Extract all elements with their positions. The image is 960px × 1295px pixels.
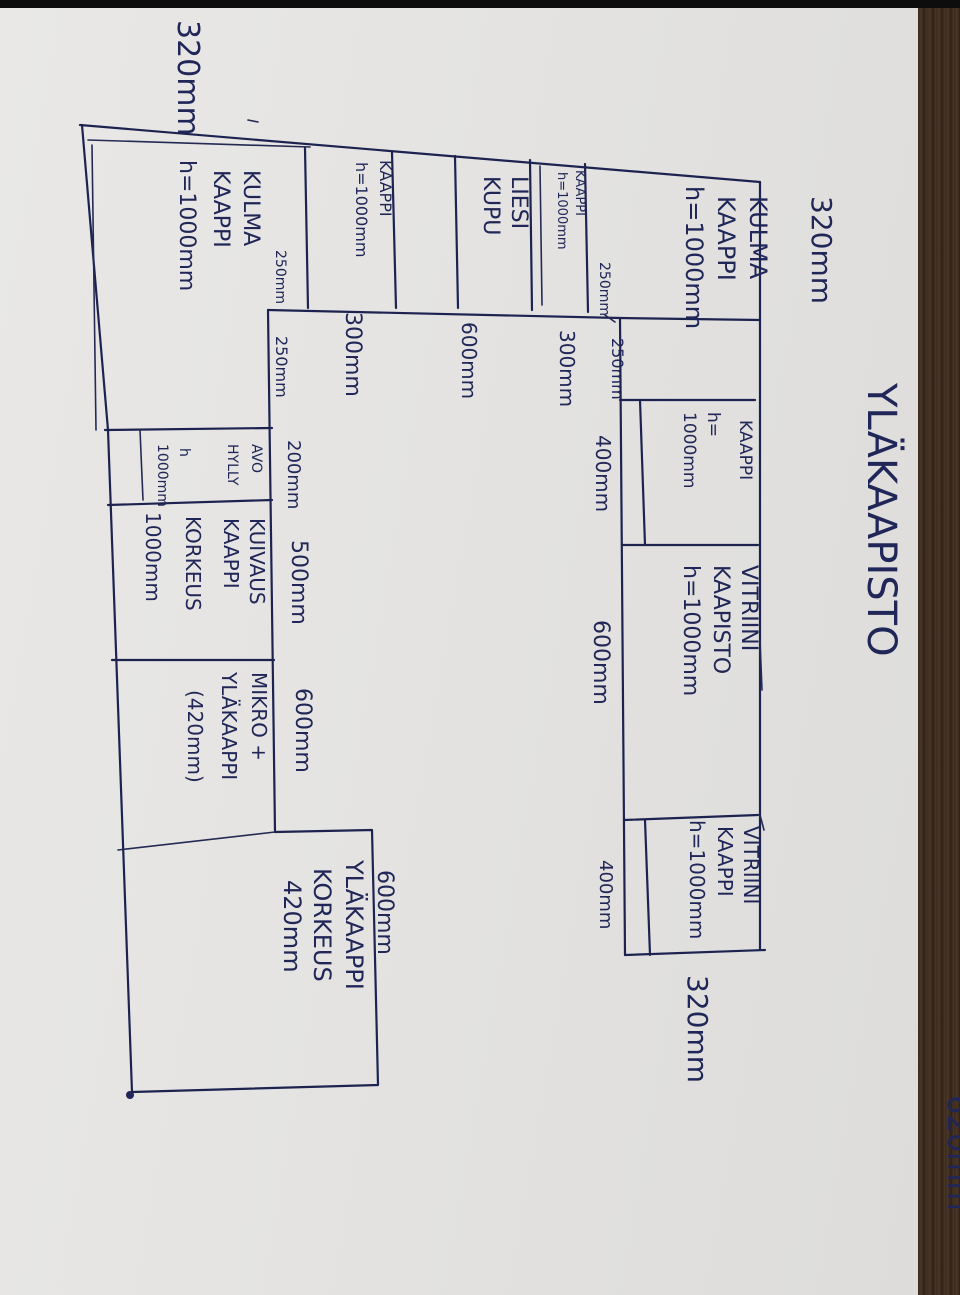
outline-right-bottom: [623, 948, 767, 957]
svg-text:1000mm: 1000mm: [141, 512, 165, 602]
corner-dot: [126, 1091, 134, 1099]
svg-text:h=1000mm: h=1000mm: [554, 172, 569, 250]
divider-vitriini-inner: [643, 818, 652, 957]
label-ylakaappi: YLÄKAAPPI KORKEUS 420mm: [278, 859, 369, 990]
svg-text:KAAPISTO: KAAPISTO: [708, 565, 733, 674]
label-kulma-top: KULMA KAAPPI h=1000mm: [680, 186, 772, 329]
dim-600-liesi: 600mm: [457, 322, 481, 399]
plan-title: YLÄKAAPISTO: [858, 382, 906, 657]
dim-500: 500mm: [286, 540, 311, 625]
svg-text:HYLLY: HYLLY: [224, 444, 240, 486]
label-kuivaus: KUIVAUS KAAPPI KORKEUS 1000mm: [141, 512, 269, 611]
paper-sheet: [0, 8, 934, 1295]
label-kaappi-300: KAAPPI h=1000mm: [352, 160, 395, 257]
svg-text:YLÄKAAPPI: YLÄKAAPPI: [340, 859, 369, 990]
svg-text:KAAPPI: KAAPPI: [219, 518, 243, 589]
dim-400-a: 400mm: [591, 435, 615, 512]
svg-text:h=: h=: [703, 412, 723, 437]
tick-marks-right: [604, 314, 765, 831]
dim-250-a: 250mm: [272, 250, 288, 304]
svg-text:(420mm): (420mm): [183, 690, 207, 783]
dim-600-vitriini: 600mm: [588, 620, 613, 705]
dim-right-mid: 320mm: [681, 975, 714, 1083]
svg-text:LIESI: LIESI: [506, 176, 531, 229]
dim-300-b: 300mm: [555, 330, 579, 407]
dim-top-right: 320mm: [805, 196, 838, 304]
svg-text:VITRIINI: VITRIINI: [736, 565, 761, 651]
svg-text:KAAPPI: KAAPPI: [713, 826, 737, 897]
label-kaappi-400: KAAPPI h= 1000mm: [679, 412, 755, 488]
divider-kaappi250-inner: [539, 165, 543, 306]
svg-text:h=1000mm: h=1000mm: [174, 160, 199, 291]
top-bar: [0, 0, 960, 8]
wooden-table-edge: [918, 8, 960, 1295]
svg-text:h=1000mm: h=1000mm: [678, 565, 703, 696]
dim-250-b: 250mm: [596, 262, 612, 316]
cabinet-dividers: [91, 119, 765, 1099]
svg-text:KAAPPI: KAAPPI: [712, 196, 740, 281]
dim-600-mikro: 600mm: [290, 688, 315, 773]
svg-text:h=1000mm: h=1000mm: [685, 820, 709, 939]
dim-bottom-right: 620mm: [940, 1095, 960, 1211]
label-kaappi-250: KAAPPI h=1000mm: [554, 170, 587, 250]
divider-liesi-kaappi250: [528, 158, 534, 312]
svg-text:h: h: [176, 448, 192, 457]
label-vitriini-kaapisto: VITRIINI KAAPISTO h=1000mm: [678, 565, 761, 696]
svg-text:VITRIINI: VITRIINI: [739, 826, 763, 904]
svg-text:KAAPPI: KAAPPI: [376, 160, 395, 217]
label-vitriini-kaappi: VITRIINI KAAPPI h=1000mm: [685, 820, 763, 939]
svg-text:1000mm: 1000mm: [154, 444, 170, 507]
outline-left-upper: [80, 123, 110, 432]
label-kulma-bottom: KULMA KAAPPI h=1000mm: [174, 160, 263, 291]
svg-text:KAAPPI: KAAPPI: [735, 420, 755, 480]
svg-text:KAAPPI: KAAPPI: [572, 170, 587, 216]
svg-text:AVO: AVO: [248, 444, 264, 473]
divider-avo-inner: [139, 429, 144, 501]
dim-top-left: 320mm: [170, 20, 205, 136]
tick-marks-left: [91, 119, 259, 431]
divider-lower-kulma: [103, 426, 274, 432]
outline-bottom-block-top: [117, 831, 276, 851]
divider-kaappi250-kulma: [583, 162, 590, 314]
dim-right-top-width: 600mm: [372, 870, 397, 955]
divider-kaappi-liesi: [390, 150, 398, 310]
outline-lower-run-inner: [266, 308, 277, 834]
svg-text:1000mm: 1000mm: [679, 412, 699, 488]
divider-kaappi400-left: [638, 398, 647, 547]
outline-bottom-block: [130, 828, 380, 1094]
divider-avo-kuivaus: [106, 498, 274, 507]
svg-text:KAAPPI: KAAPPI: [208, 170, 233, 248]
svg-text:h=1000mm: h=1000mm: [352, 162, 371, 257]
outline-top-edge: [78, 123, 762, 184]
svg-text:KUPU: KUPU: [478, 176, 503, 235]
outline-left-lower: [106, 428, 134, 1094]
outline-inner-top: [87, 139, 311, 148]
plan-outline: [78, 123, 767, 1094]
label-avo-hylly: AVO HYLLY h 1000mm: [154, 444, 264, 507]
label-mikro: MIKRO + YLÄKAAPPI (420mm): [183, 671, 271, 783]
svg-text:YLÄKAAPPI: YLÄKAAPPI: [217, 671, 241, 780]
divider-kulma-kaappi: [303, 146, 310, 310]
dim-400-b: 400mm: [595, 860, 616, 929]
svg-text:KUIVAUS: KUIVAUS: [245, 518, 269, 605]
svg-text:KULMA: KULMA: [744, 196, 772, 280]
label-liesi: LIESI KUPU: [478, 176, 531, 235]
dim-250-c: 250mm: [608, 338, 627, 400]
svg-text:KORKEUS: KORKEUS: [308, 868, 336, 982]
svg-text:KULMA: KULMA: [238, 170, 263, 246]
outline-right-run-inner: [618, 316, 627, 957]
svg-text:h=1000mm: h=1000mm: [680, 186, 708, 329]
svg-text:420mm: 420mm: [278, 880, 306, 973]
dim-200: 200mm: [283, 440, 304, 509]
svg-text:KORKEUS: KORKEUS: [181, 516, 205, 611]
divider-vitriini-bottom: [622, 813, 760, 822]
divider-liesi-box: [453, 154, 460, 310]
dim-300-a: 300mm: [340, 312, 365, 397]
dim-250-lower: 250mm: [272, 336, 291, 398]
svg-text:MIKRO +: MIKRO +: [247, 672, 271, 761]
